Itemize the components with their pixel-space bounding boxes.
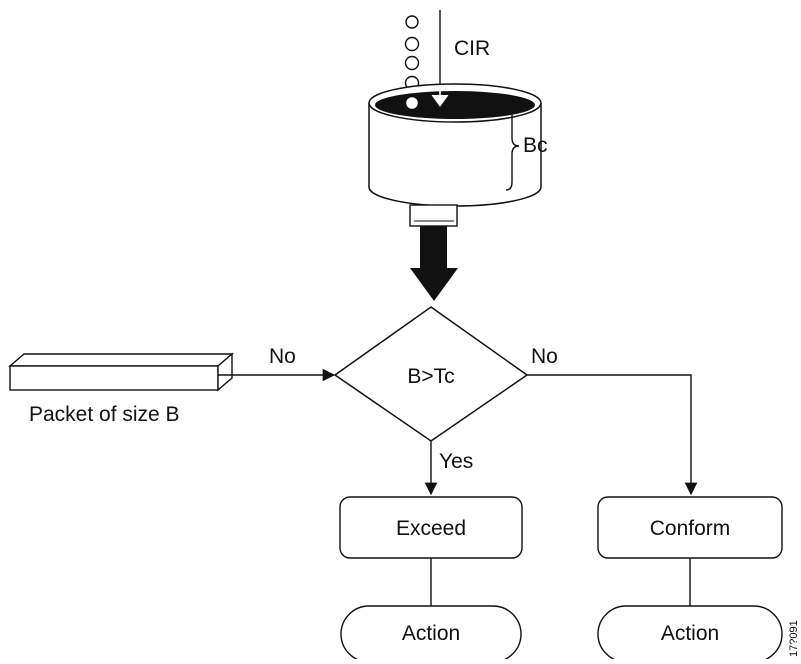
exceed-label: Exceed: [396, 517, 466, 540]
yes-label: Yes: [439, 450, 473, 473]
packet-label: Packet of size B: [29, 403, 180, 426]
decision-label: B>Tc: [407, 365, 454, 388]
token-bucket: [368, 83, 542, 227]
figure-id: 17?091: [788, 620, 800, 657]
cir-label: CIR: [454, 37, 490, 60]
left-no-label: No: [269, 345, 296, 368]
conform-label: Conform: [650, 517, 731, 540]
bucket-output-arrow: [410, 226, 458, 301]
token: [405, 15, 419, 29]
action-right-label: Action: [661, 622, 719, 645]
action-left-label: Action: [402, 622, 460, 645]
bc-label: Bc: [523, 134, 548, 157]
right-no-label: No: [531, 345, 558, 368]
no-to-conform-path: [527, 374, 698, 496]
bc-brace: [505, 95, 520, 191]
token: [404, 36, 420, 52]
packet-box: [8, 352, 234, 392]
token: [404, 55, 420, 71]
